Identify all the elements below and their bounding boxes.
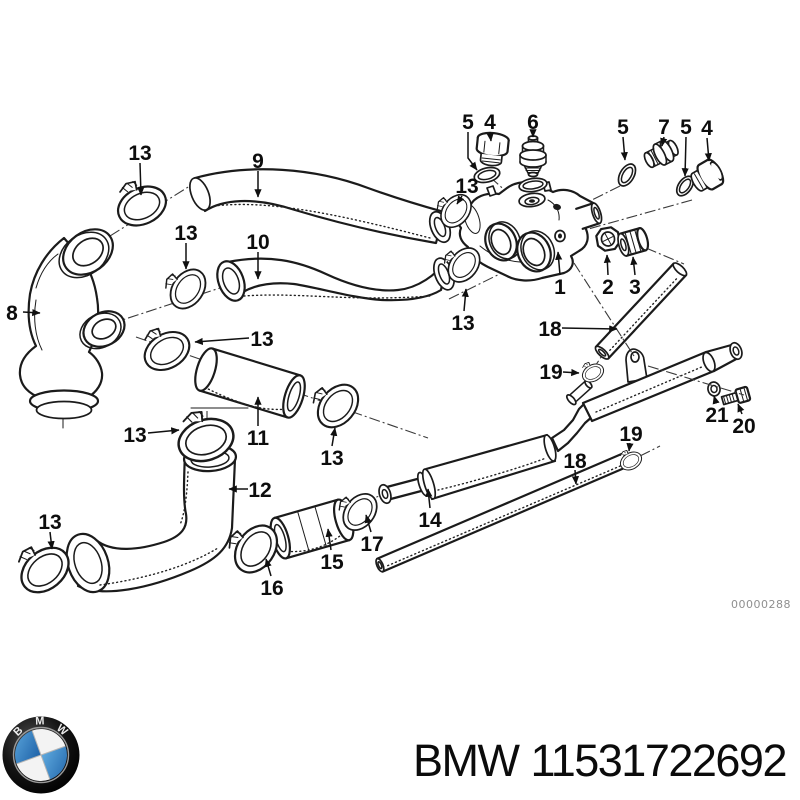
callout-19: 19	[539, 361, 562, 384]
callout-5: 5	[617, 116, 629, 139]
hose-18-lower	[375, 451, 633, 573]
assembly-axis-overlines	[573, 262, 745, 396]
callout-11: 11	[247, 427, 270, 450]
callout-18: 18	[538, 318, 562, 341]
callout-13: 13	[320, 447, 343, 470]
callout-10: 10	[246, 231, 269, 254]
callout-19: 19	[619, 423, 642, 446]
callout-3: 3	[629, 276, 641, 299]
callout-1: 1	[554, 276, 566, 299]
callout-21: 21	[705, 404, 729, 427]
part-number-text: 11531722692	[531, 735, 786, 786]
callout-8: 8	[6, 302, 18, 325]
elbow-side-port	[79, 310, 126, 350]
callout-2: 2	[602, 276, 614, 299]
gasket-ring-5-left	[473, 166, 501, 184]
callout-13: 13	[451, 312, 474, 335]
callout-14: 14	[418, 509, 442, 532]
callout-16: 16	[260, 577, 283, 600]
callout-6: 6	[527, 111, 539, 134]
gasket-ring-6	[518, 177, 548, 193]
bmw-logo-icon: B M W	[2, 715, 80, 794]
callout-5: 5	[462, 111, 474, 134]
callout-13: 13	[250, 328, 273, 351]
callout-13: 13	[128, 142, 151, 165]
callout-12: 12	[248, 479, 271, 502]
hose-11	[194, 347, 306, 419]
elbow-upper-port	[58, 228, 114, 279]
callout-5: 5	[680, 116, 692, 139]
callout-13: 13	[38, 511, 61, 534]
callout-4: 4	[701, 117, 713, 140]
watermark-code: 00000288	[731, 598, 791, 611]
logo-letter-m: M	[35, 715, 45, 727]
callout-13: 13	[123, 424, 146, 447]
brand-text: BMW	[413, 735, 521, 786]
fitting-3	[617, 227, 650, 257]
callout-7: 7	[658, 116, 670, 139]
callout-leaders	[22, 129, 745, 577]
housing-outlet	[575, 202, 603, 230]
callout-20: 20	[732, 415, 755, 438]
callout-15: 15	[320, 551, 344, 574]
gasket-ring-5-mid	[617, 163, 637, 187]
callout-18: 18	[563, 450, 587, 473]
housing-port-lower	[516, 230, 556, 273]
hose-18-upper	[594, 262, 688, 360]
screw-plug-4-right	[690, 158, 725, 192]
screw-plug-4-left	[475, 131, 510, 167]
elbow-connector-8	[18, 228, 126, 420]
metal-pipe-14	[378, 341, 743, 505]
callout-labels: 13 9 13 10 8 13 13 5 4 6 5 7 5 4 1 2 3 1…	[6, 111, 756, 600]
housing-port-upper	[484, 221, 522, 262]
bolt-20	[720, 385, 752, 406]
hose-12	[65, 443, 238, 594]
gasket-ring-5-right	[675, 175, 695, 197]
elbow-fitting	[565, 379, 593, 406]
callout-9: 9	[252, 150, 264, 173]
callout-17: 17	[360, 533, 383, 556]
callout-13: 13	[174, 222, 197, 245]
callout-4: 4	[484, 111, 496, 134]
callout-13: 13	[455, 175, 478, 198]
